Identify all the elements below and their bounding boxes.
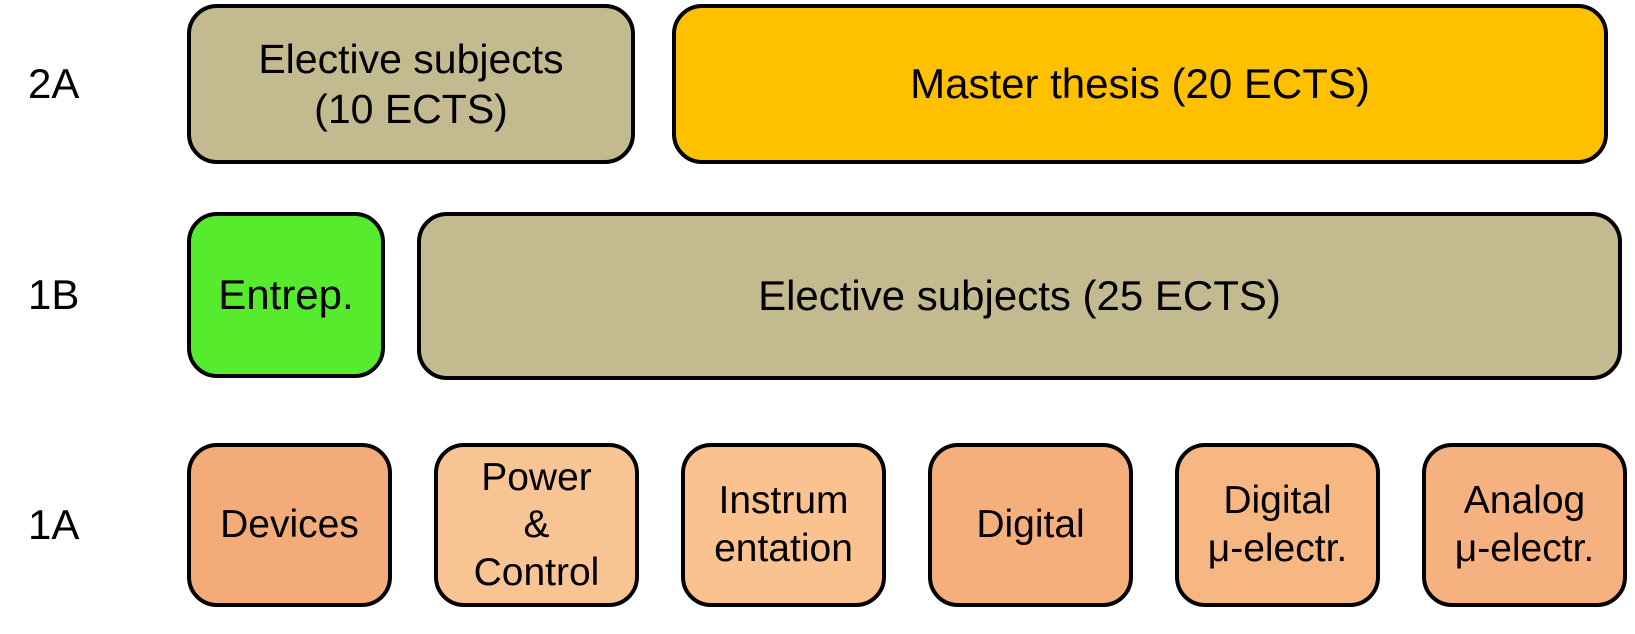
box-digital-microelectronics: Digital μ-electr. bbox=[1175, 443, 1380, 607]
row-label-1b: 1B bbox=[28, 271, 80, 318]
box-digital: Digital bbox=[928, 443, 1133, 607]
box-instrumentation: Instrum entation bbox=[681, 443, 886, 607]
box-label-line: Power bbox=[481, 455, 592, 499]
box-label-line: Master thesis (20 ECTS) bbox=[910, 60, 1370, 108]
box-label-line: entation bbox=[714, 527, 853, 570]
box-label-line: Analog bbox=[1463, 479, 1586, 523]
box-label-line: Instrum bbox=[718, 479, 849, 523]
box-devices: Devices bbox=[187, 443, 392, 607]
box-label-line: Control bbox=[473, 550, 600, 594]
box-power-and-control: Power & Control bbox=[434, 443, 639, 607]
row-label-2a: 2A bbox=[28, 60, 80, 107]
box-elective-subjects-25: Elective subjects (25 ECTS) bbox=[417, 212, 1622, 380]
box-label-line: Elective subjects (25 ECTS) bbox=[758, 272, 1281, 320]
box-master-thesis: Master thesis (20 ECTS) bbox=[672, 4, 1608, 164]
box-analog-microelectronics: Analog μ-electr. bbox=[1422, 443, 1627, 607]
box-label-line: μ-electr. bbox=[1454, 527, 1595, 570]
box-label-line: Devices bbox=[220, 503, 359, 547]
box-label-line: Digital bbox=[1223, 479, 1332, 523]
box-label-line: Elective subjects bbox=[258, 35, 564, 82]
box-elective-subjects-10: Elective subjects (10 ECTS) bbox=[187, 4, 635, 164]
box-label-line: & bbox=[523, 503, 550, 547]
box-entrepreneurship: Entrep. bbox=[187, 212, 385, 378]
box-label-line: (10 ECTS) bbox=[314, 86, 508, 132]
box-label-line: μ-electr. bbox=[1207, 527, 1348, 570]
box-label-line: Digital bbox=[976, 503, 1085, 547]
row-label-1a: 1A bbox=[28, 501, 80, 548]
box-label-line: Entrep. bbox=[218, 271, 354, 319]
